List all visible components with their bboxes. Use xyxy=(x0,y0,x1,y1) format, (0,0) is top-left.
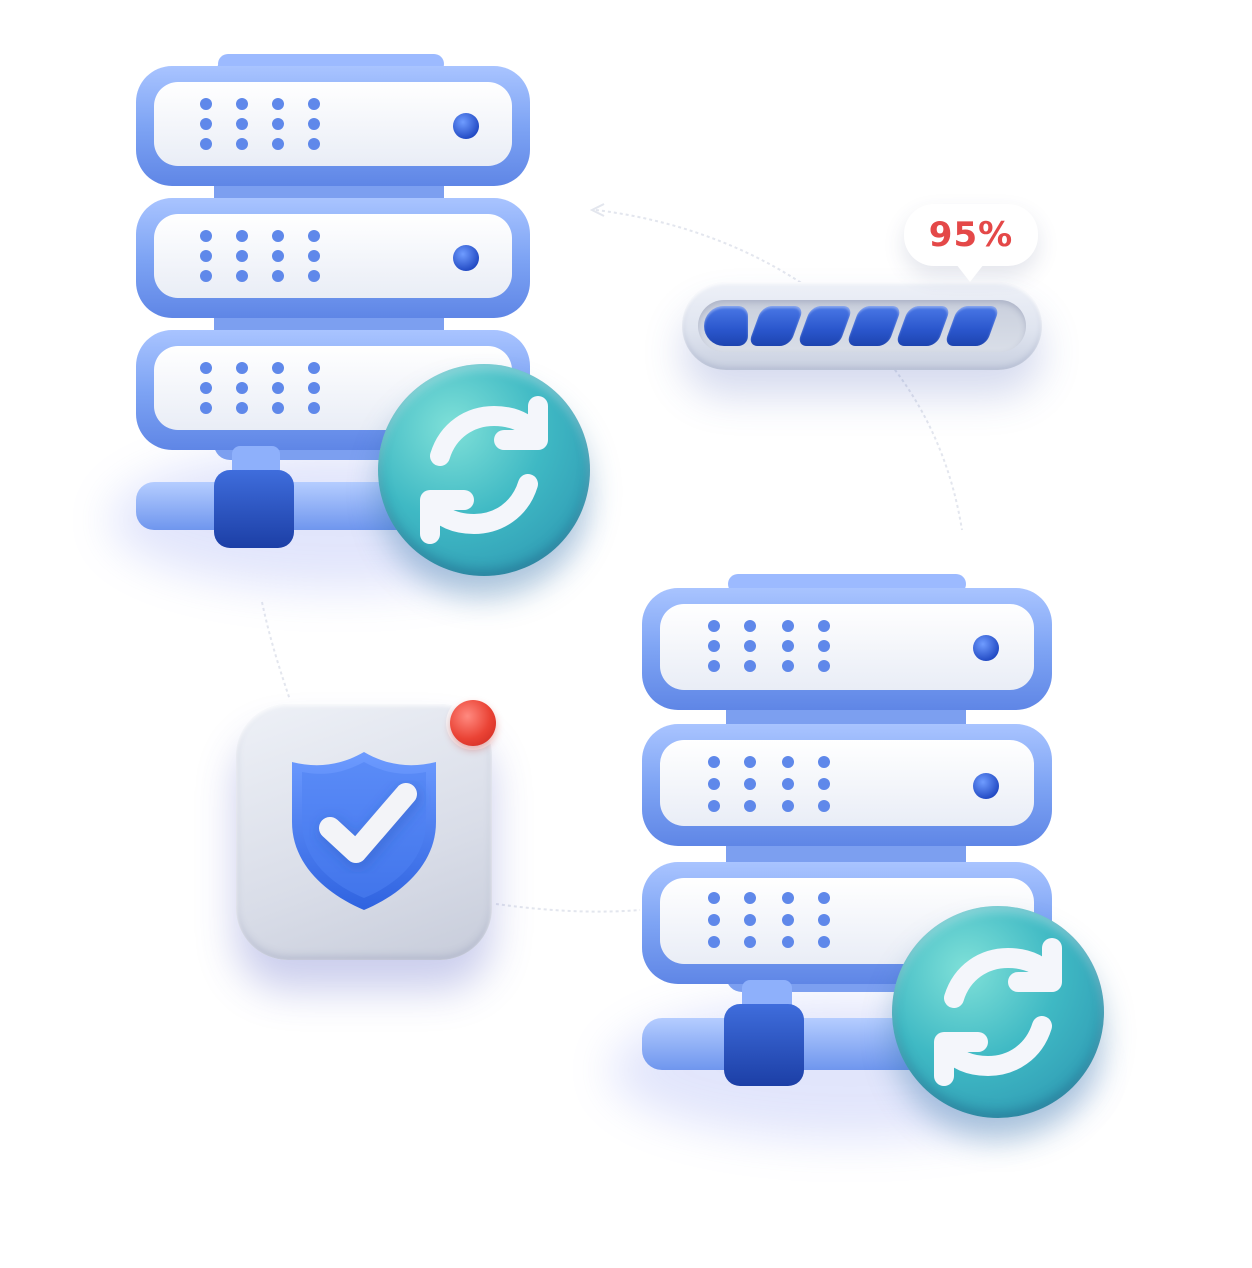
progress-segment xyxy=(894,306,952,346)
shield-check-icon xyxy=(292,752,436,910)
progress-segment xyxy=(704,306,748,346)
sync-icon xyxy=(420,396,548,544)
network-connector xyxy=(214,470,294,548)
progress-segment xyxy=(845,306,903,346)
server-unit xyxy=(136,198,530,318)
vent-dots xyxy=(708,756,830,812)
status-led-icon xyxy=(973,635,999,661)
progress-segment xyxy=(796,306,854,346)
status-led-icon xyxy=(973,773,999,799)
progress-segment xyxy=(747,306,805,346)
server-unit xyxy=(642,724,1052,846)
vent-dots xyxy=(200,98,320,150)
progress-bar xyxy=(682,282,1042,370)
sync-icon xyxy=(934,938,1062,1086)
server-unit xyxy=(642,588,1052,710)
progress-track xyxy=(698,300,1026,352)
vent-dots xyxy=(200,362,320,414)
server-unit xyxy=(136,66,530,186)
progress-percent-label: 95% xyxy=(928,215,1014,255)
progress-fill xyxy=(704,306,1001,346)
network-connector xyxy=(724,1004,804,1086)
security-app-icon[interactable] xyxy=(236,704,492,960)
notification-badge xyxy=(450,700,496,746)
status-led-icon xyxy=(453,245,479,271)
progress-tooltip: 95% xyxy=(904,204,1038,282)
sync-button[interactable] xyxy=(378,364,590,576)
vent-dots xyxy=(708,620,830,672)
sync-button[interactable] xyxy=(892,906,1104,1118)
vent-dots xyxy=(200,230,320,282)
arrow-tip-icon xyxy=(589,203,605,217)
progress-segment xyxy=(943,306,1001,346)
vent-dots xyxy=(708,892,830,948)
status-led-icon xyxy=(453,113,479,139)
